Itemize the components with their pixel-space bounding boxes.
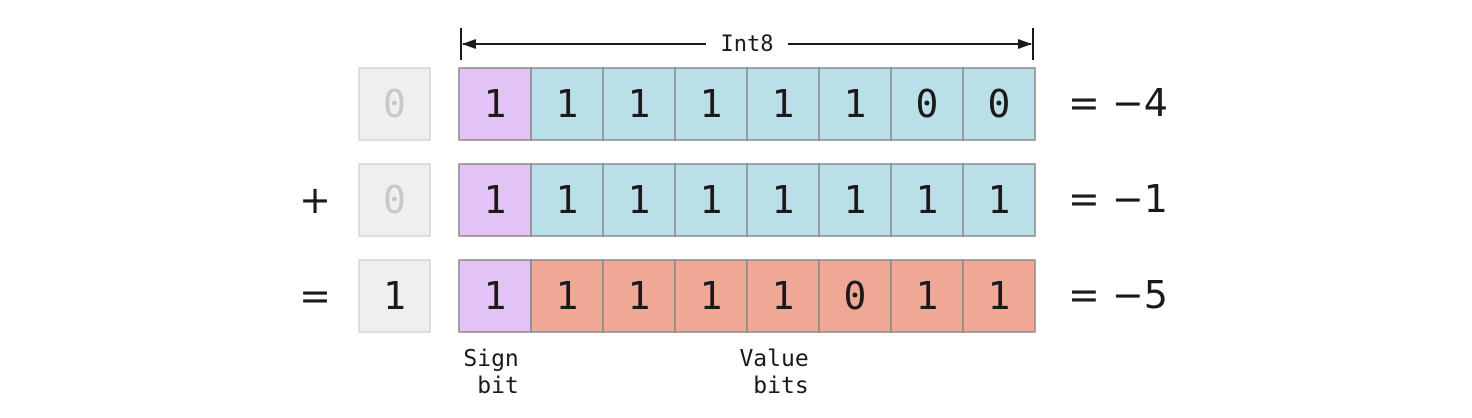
sign-bit-value: 1 xyxy=(484,274,507,318)
overflow-bit-box xyxy=(358,163,431,237)
sign-bit-cell xyxy=(458,259,532,333)
value-bit-cell xyxy=(962,163,1036,237)
value-bit-cell xyxy=(962,67,1036,141)
sign-bit-label: Sign bit xyxy=(463,346,532,399)
overflow-bit-box xyxy=(358,67,431,141)
value-bit-value: 1 xyxy=(700,178,723,222)
value-bit-cell xyxy=(746,67,820,141)
value-bits-label-line1: Value xyxy=(739,346,808,372)
value-bit-cell xyxy=(530,259,604,333)
value-bits-label: Value bits xyxy=(739,346,822,399)
value-bit-cell xyxy=(530,67,604,141)
sign-bit-value: 1 xyxy=(484,82,507,126)
value-bit-value: 1 xyxy=(628,274,651,318)
bit-row: 0 1 1 1 1 1 1 0 0 = −4 xyxy=(358,67,1168,141)
bit-labels: Sign bit Value bits xyxy=(463,346,822,399)
sign-bit-value: 1 xyxy=(484,178,507,222)
bit-rows: 0 1 1 1 1 1 1 0 0 = −4 +0 1 1 1 1 1 1 1 1 = −1 = 1 1 1 1 1 1 0 1 1 = −… xyxy=(299,67,1168,333)
value-bit-cell xyxy=(890,259,964,333)
value-bit-value: 1 xyxy=(988,178,1011,222)
value-bit-value: 0 xyxy=(988,82,1011,126)
decimal-result: = −4 xyxy=(1068,81,1168,125)
value-bit-cell xyxy=(602,163,676,237)
value-bit-value: 1 xyxy=(772,274,795,318)
operator-symbol: = xyxy=(299,274,331,318)
overflow-bit-value: 1 xyxy=(383,274,406,318)
value-bit-value: 1 xyxy=(628,82,651,126)
sign-bit-cell xyxy=(458,163,532,237)
value-bit-value: 1 xyxy=(844,178,867,222)
value-bits-label-line2: bits xyxy=(753,373,808,399)
value-bit-value: 1 xyxy=(772,178,795,222)
sign-bit-label-line2: bit xyxy=(477,373,519,399)
int8-span-indicator: Int8 xyxy=(460,28,1034,60)
value-bit-value: 1 xyxy=(916,274,939,318)
value-bit-cell xyxy=(674,163,748,237)
value-bit-cell xyxy=(530,163,604,237)
operator-symbol: + xyxy=(299,178,331,222)
bit-row: = 1 1 1 1 1 1 0 1 1 = −5 xyxy=(299,259,1168,333)
int8-label: Int8 xyxy=(721,32,774,57)
value-bit-cell xyxy=(818,259,892,333)
value-bit-cell xyxy=(962,259,1036,333)
overflow-bit-value: 0 xyxy=(383,178,406,222)
value-bit-value: 0 xyxy=(844,274,867,318)
sign-bit-label-line1: Sign xyxy=(463,346,518,372)
value-bit-cell xyxy=(746,259,820,333)
overflow-bit-box xyxy=(358,259,431,333)
value-bit-value: 1 xyxy=(700,82,723,126)
value-bit-cell xyxy=(602,67,676,141)
bit-row: +0 1 1 1 1 1 1 1 1 = −1 xyxy=(299,163,1168,237)
sign-bit-cell xyxy=(458,67,532,141)
decimal-result: = −5 xyxy=(1068,273,1168,317)
value-bit-value: 1 xyxy=(556,82,579,126)
overflow-bit-value: 0 xyxy=(383,82,406,126)
value-bit-value: 1 xyxy=(988,274,1011,318)
value-bit-cell xyxy=(602,259,676,333)
value-bit-value: 1 xyxy=(844,82,867,126)
value-bit-value: 1 xyxy=(628,178,651,222)
value-bit-value: 1 xyxy=(556,178,579,222)
value-bit-value: 1 xyxy=(700,274,723,318)
value-bit-value: 1 xyxy=(916,178,939,222)
value-bit-value: 1 xyxy=(772,82,795,126)
decimal-result: = −1 xyxy=(1068,177,1168,221)
value-bit-value: 0 xyxy=(916,82,939,126)
value-bit-value: 1 xyxy=(556,274,579,318)
